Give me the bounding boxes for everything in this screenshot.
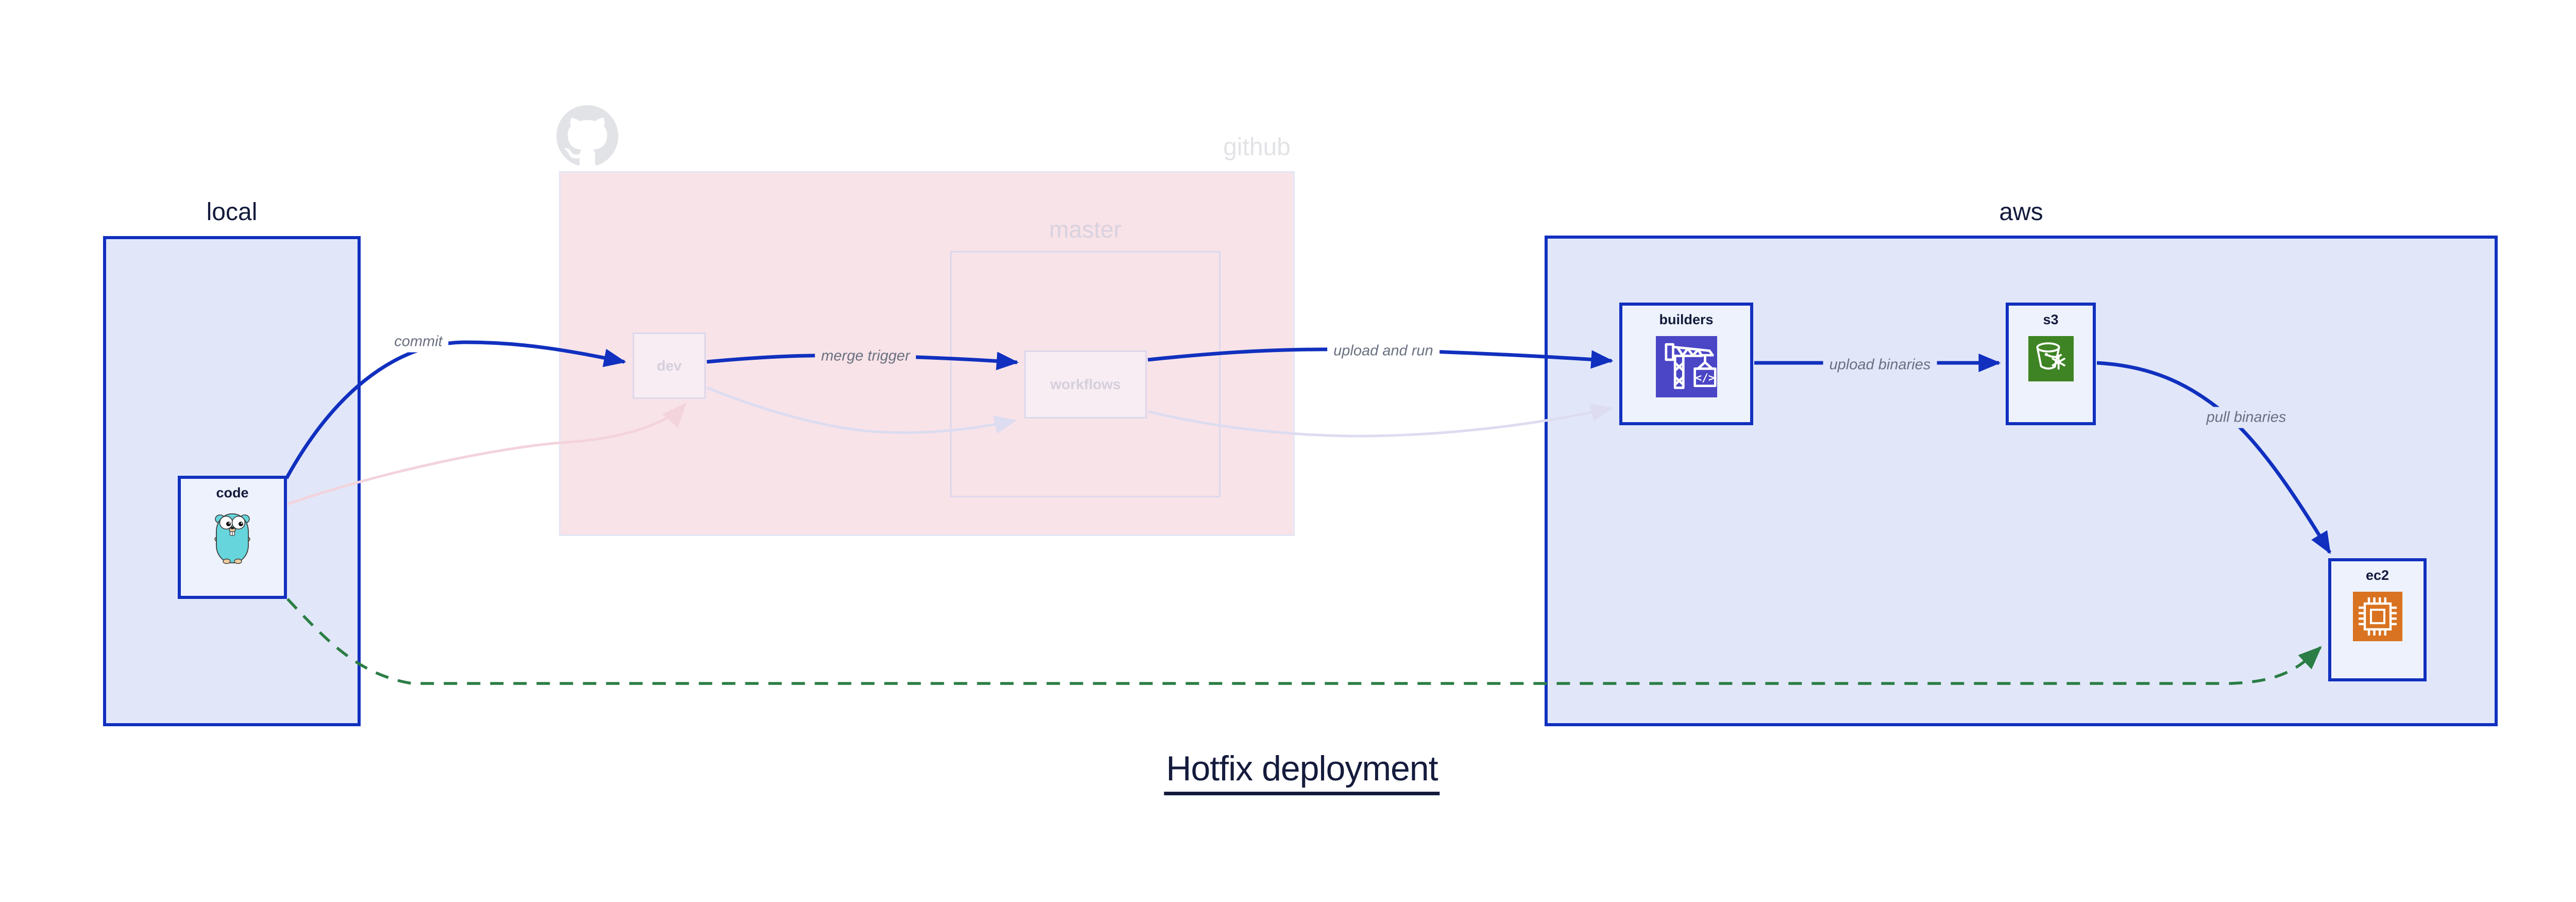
edge-faded-commit [287, 403, 687, 506]
node-code-label: code [216, 485, 249, 500]
node-workflows-label: workflows [1050, 376, 1121, 392]
edge-label-merge-trigger: merge trigger [815, 345, 917, 367]
diagram-title: Hotfix deployment [1164, 748, 1440, 795]
node-ec2-label: ec2 [2365, 567, 2389, 583]
edge-faded-run [1147, 403, 1614, 438]
container-github-label: github [1223, 133, 1291, 161]
node-dev-label: dev [656, 357, 682, 374]
aws-codebuild-crane-icon: </> [1655, 336, 1717, 397]
edge-label-upload-and-run: upload and run [1327, 340, 1439, 362]
container-local-label: local [206, 198, 258, 226]
node-s3-label: s3 [2043, 312, 2059, 327]
edge-faded-merge [706, 386, 1017, 434]
container-aws-label: aws [1999, 198, 2043, 226]
node-builders: builders </> [1619, 303, 1753, 425]
node-builders-label: builders [1659, 312, 1714, 327]
edge-pull-binaries [2096, 361, 2332, 555]
node-ec2: ec2 [2328, 558, 2427, 681]
container-master-label: master [1049, 216, 1122, 243]
go-gopher-icon [214, 513, 250, 564]
aws-ec2-chip-icon [2352, 592, 2402, 641]
node-workflows: workflows [1024, 350, 1147, 419]
edge-label-upload-binaries: upload binaries [1823, 354, 1937, 376]
edge-label-pull-binaries: pull binaries [2200, 407, 2293, 428]
node-dev: dev [633, 332, 706, 399]
svg-text:</>: </> [1695, 371, 1715, 384]
aws-s3-bucket-snowflake-icon [2028, 336, 2074, 381]
github-octocat-logo-icon [556, 105, 618, 166]
node-code: code [178, 476, 287, 599]
edge-hotfix-shortcut [286, 598, 2322, 685]
edge-label-commit: commit [388, 331, 449, 353]
node-s3: s3 [2006, 303, 2096, 425]
container-master [950, 251, 1221, 497]
edge-commit [284, 340, 626, 479]
